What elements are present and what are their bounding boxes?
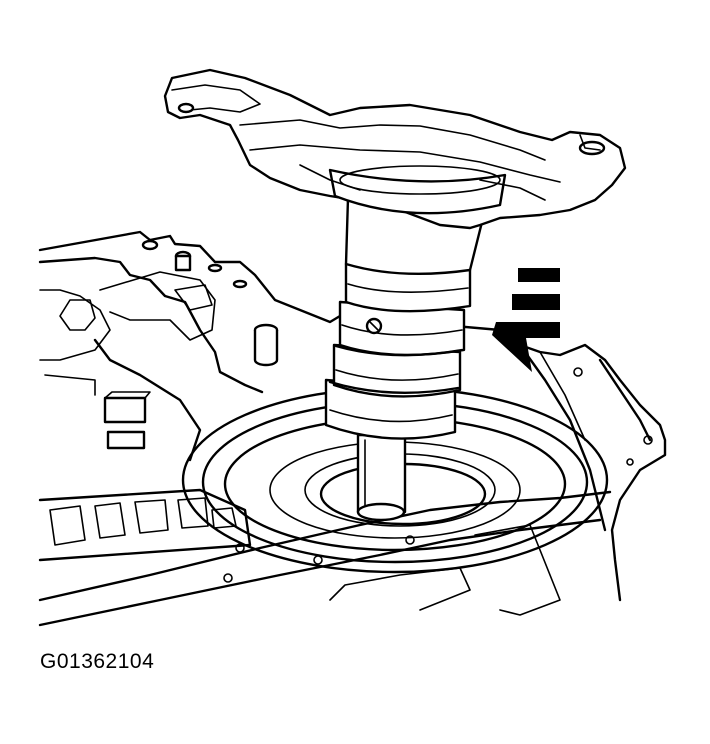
cover-plate-icon	[163, 68, 627, 230]
figure-id-label: G01362104	[40, 650, 155, 673]
direction-arrow-down-icon	[492, 268, 560, 372]
output-shaft-icon	[356, 433, 407, 522]
piston-assembly-icon	[324, 196, 488, 440]
transmission-assembly-drawing	[38, 68, 667, 627]
